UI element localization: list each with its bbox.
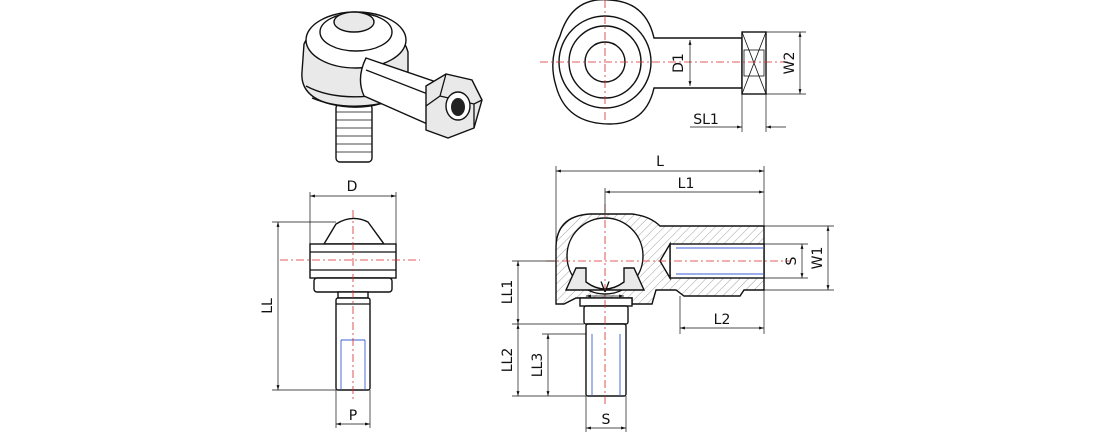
label-D: D bbox=[347, 179, 358, 195]
label-L1: L1 bbox=[678, 176, 695, 192]
label-W2: W2 bbox=[782, 52, 798, 75]
dim-S-stud: S bbox=[585, 396, 627, 432]
iso-hex-nut bbox=[425, 73, 483, 139]
dim-LL3: LL3 bbox=[530, 333, 586, 396]
label-S-bottom: S bbox=[602, 412, 611, 428]
dim-LL: LL bbox=[260, 221, 336, 391]
dim-D1: D1 bbox=[671, 40, 692, 86]
label-D1: D1 bbox=[671, 53, 687, 73]
dim-LL1: LL1 bbox=[500, 260, 584, 325]
label-LL2: LL2 bbox=[500, 348, 516, 373]
label-S-side: S bbox=[784, 256, 800, 265]
dim-V: V bbox=[586, 280, 624, 298]
dim-L1: L1 bbox=[604, 176, 764, 214]
label-P: P bbox=[349, 408, 357, 424]
isometric-view bbox=[301, 11, 483, 163]
label-LL1: LL1 bbox=[500, 280, 516, 305]
label-SL1: SL1 bbox=[693, 112, 719, 128]
section-view: L L1 S W1 L2 bbox=[500, 154, 834, 432]
dim-LL2: LL2 bbox=[500, 324, 586, 397]
label-LL3: LL3 bbox=[530, 353, 546, 378]
dim-SL1: SL1 bbox=[690, 94, 786, 132]
iso-threaded-stud bbox=[335, 103, 373, 163]
label-LL: LL bbox=[260, 298, 276, 314]
label-L: L bbox=[656, 154, 664, 170]
dim-W1: W1 bbox=[764, 225, 834, 291]
dim-W2: W2 bbox=[766, 31, 806, 95]
dim-L2: L2 bbox=[679, 290, 765, 334]
top-view: D1 W2 SL1 bbox=[540, 0, 806, 132]
front-view: D LL P bbox=[260, 179, 420, 428]
label-L2: L2 bbox=[714, 312, 731, 328]
dim-P: P bbox=[335, 390, 371, 428]
label-W1: W1 bbox=[810, 247, 826, 270]
dim-S-bore: S bbox=[764, 243, 808, 279]
dim-L: L bbox=[555, 154, 765, 248]
label-V: V bbox=[600, 280, 610, 296]
dim-D: D bbox=[309, 179, 397, 244]
